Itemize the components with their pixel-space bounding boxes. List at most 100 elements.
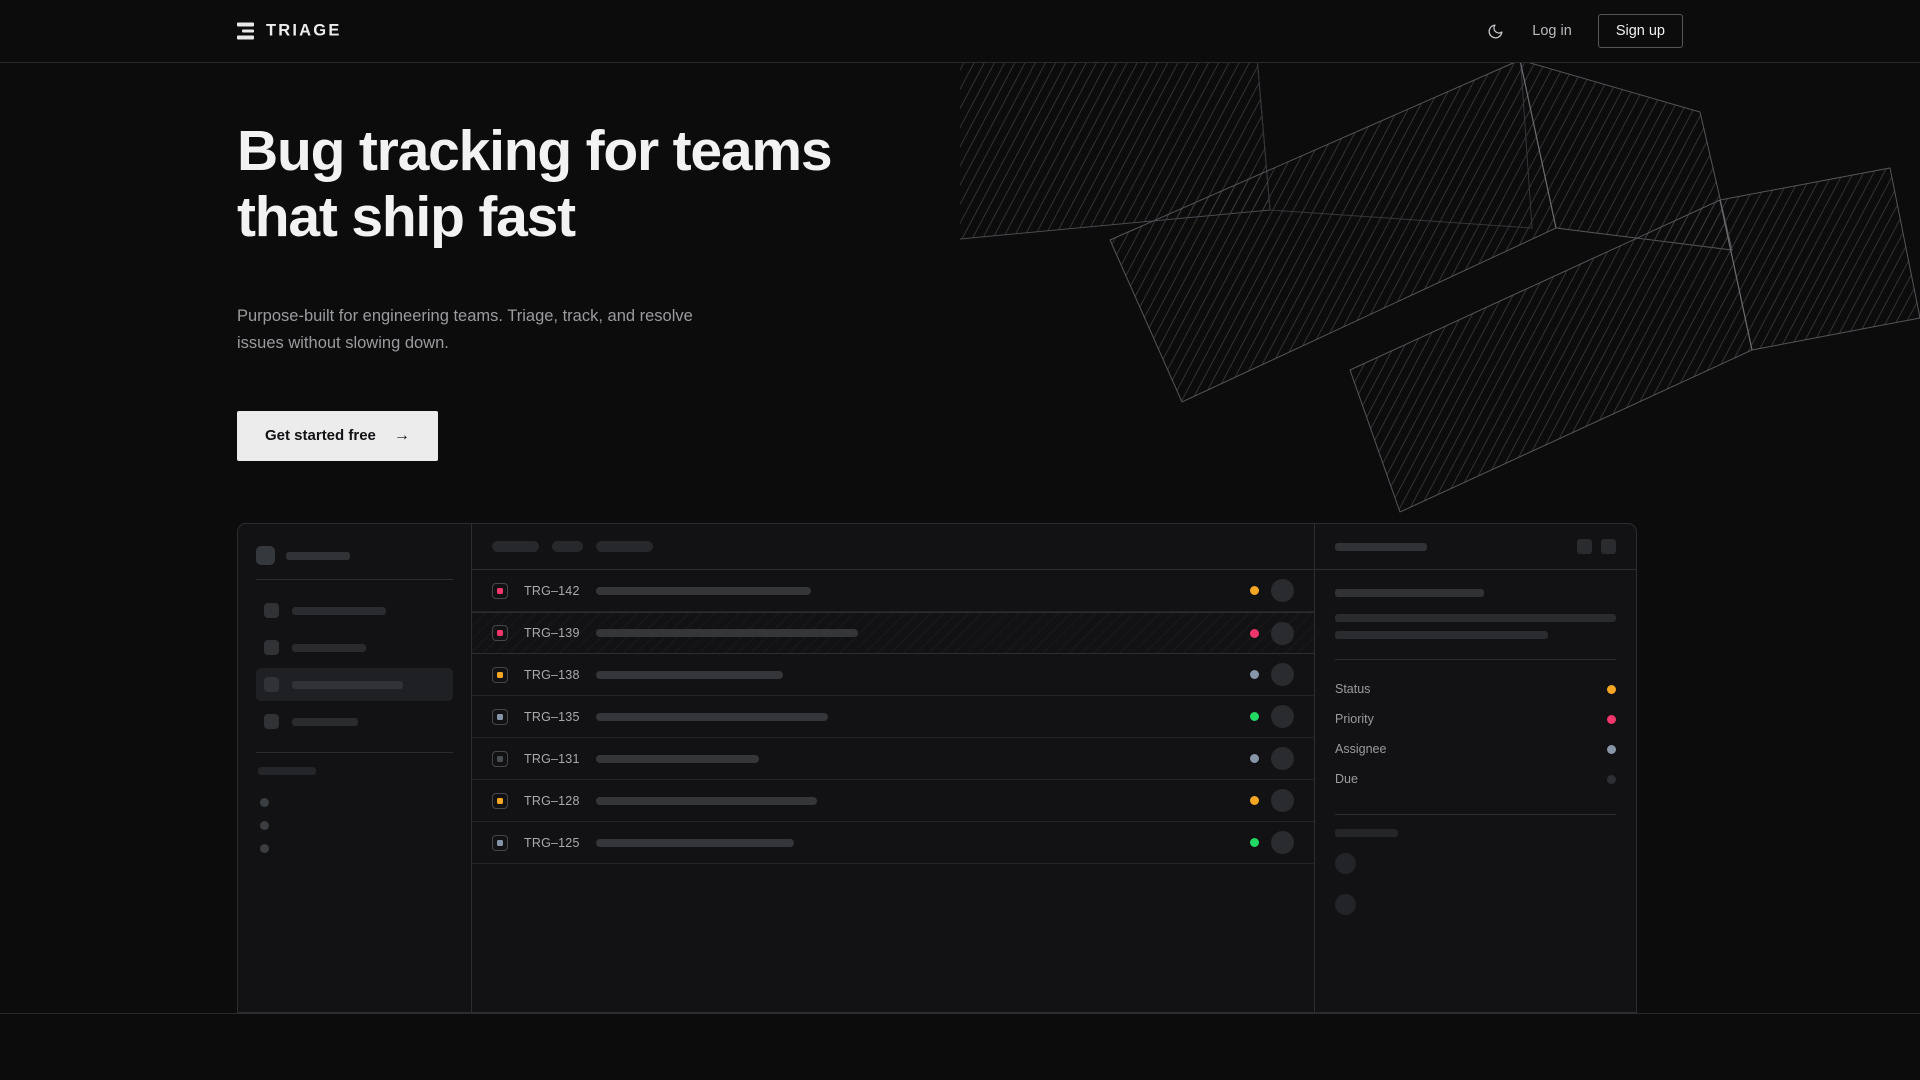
issue-title-skeleton [596, 754, 759, 763]
detail-skeleton-1 [1335, 589, 1484, 597]
issue-row[interactable]: TRG–138 [472, 654, 1314, 696]
workspace-switcher[interactable] [256, 546, 453, 565]
issue-row-meta [1250, 663, 1294, 686]
issue-id: TRG–142 [524, 583, 580, 598]
detail-comments-list [1335, 843, 1616, 925]
status-dot-icon[interactable] [1250, 838, 1259, 847]
project-dot-1[interactable] [256, 791, 453, 814]
detail-action-buttons [1577, 539, 1616, 554]
sidebar-section-label [258, 767, 453, 775]
issue-row[interactable]: TRG–131 [472, 738, 1314, 780]
issue-title-skeleton [596, 629, 858, 637]
meta-row-status[interactable]: Status [1335, 674, 1616, 704]
priority-badge-icon[interactable] [492, 708, 508, 725]
get-started-button[interactable]: Get started free → [237, 410, 438, 461]
toolbar-control-3[interactable] [596, 541, 653, 552]
priority-badge-icon[interactable] [492, 582, 508, 599]
comment-1 [1335, 843, 1616, 884]
issue-title-skeleton [596, 796, 817, 805]
issue-id: TRG–125 [524, 835, 580, 850]
comment-avatar [1335, 894, 1356, 915]
assignee-avatar[interactable] [1271, 789, 1294, 812]
priority-badge-icon[interactable] [492, 666, 508, 683]
meta-row-priority[interactable]: Priority [1335, 704, 1616, 734]
toolbar-control-2[interactable] [552, 541, 583, 552]
brand-logo[interactable]: TRIAGE [237, 22, 342, 41]
sidebar-project-list [256, 791, 453, 860]
sidebar-item-1[interactable] [256, 594, 453, 627]
issue-row-meta [1250, 579, 1294, 602]
issue-row[interactable]: TRG–125 [472, 822, 1314, 864]
site-header: TRIAGE Log in Sign up [0, 0, 1920, 63]
sidebar-divider-top [256, 579, 453, 580]
triage-bars-icon [237, 22, 254, 40]
sidebar-item-label [292, 643, 366, 652]
meta-label: Status [1335, 682, 1371, 696]
issue-id: TRG–139 [524, 626, 580, 640]
status-dot-icon[interactable] [1250, 712, 1259, 721]
sidebar-item-3[interactable] [256, 668, 453, 701]
project-dot-3[interactable] [256, 837, 453, 860]
sidebar-item-2[interactable] [256, 631, 453, 664]
meta-row-due[interactable]: Due [1335, 764, 1616, 794]
issue-row[interactable]: TRG–139 [472, 612, 1314, 654]
issue-row[interactable]: TRG–135 [472, 696, 1314, 738]
status-dot-icon[interactable] [1250, 586, 1259, 595]
sidebar-item-icon [264, 603, 279, 618]
signup-button[interactable]: Sign up [1597, 14, 1683, 48]
status-dot-icon[interactable] [1250, 670, 1259, 679]
moon-icon[interactable] [1484, 20, 1506, 42]
priority-badge-icon[interactable] [492, 750, 508, 767]
page-title: Bug tracking for teams that ship fast [237, 118, 937, 250]
sidebar-item-4[interactable] [256, 705, 453, 738]
assignee-avatar[interactable] [1271, 705, 1294, 728]
detail-action-2[interactable] [1601, 539, 1616, 554]
sidebar-item-icon [264, 677, 279, 692]
priority-badge-icon[interactable] [492, 625, 508, 641]
meta-value-dot-icon [1607, 744, 1616, 754]
issue-row[interactable]: TRG–128 [472, 780, 1314, 822]
issue-row-meta [1250, 789, 1294, 812]
issue-row[interactable]: TRG–142 [472, 570, 1314, 612]
detail-action-1[interactable] [1577, 539, 1592, 554]
assignee-avatar[interactable] [1271, 621, 1294, 645]
project-dot-2[interactable] [256, 814, 453, 837]
assignee-avatar[interactable] [1271, 579, 1294, 602]
priority-badge-icon[interactable] [492, 792, 508, 809]
toolbar-control-1[interactable] [492, 541, 539, 552]
assignee-avatar[interactable] [1271, 831, 1294, 854]
project-dot-icon [260, 798, 269, 807]
issue-row-meta [1250, 747, 1294, 770]
meta-label: Assignee [1335, 742, 1387, 756]
assignee-avatar[interactable] [1271, 747, 1294, 770]
arrow-right-icon: → [393, 426, 410, 444]
sidebar-item-label [292, 717, 358, 726]
status-dot-icon[interactable] [1250, 796, 1259, 805]
headline-line-2: that ship fast [237, 185, 576, 250]
detail-content-skeletons [1335, 589, 1616, 639]
meta-label: Priority [1335, 712, 1374, 726]
meta-value-dot-icon [1607, 714, 1616, 724]
issue-row-meta [1250, 831, 1294, 854]
assignee-avatar[interactable] [1271, 663, 1294, 686]
login-link[interactable]: Log in [1532, 23, 1572, 39]
headline-line-1: Bug tracking for teams [237, 119, 833, 183]
issue-id: TRG–135 [524, 709, 580, 724]
issue-title-skeleton [596, 712, 828, 721]
issue-title-skeleton [596, 586, 811, 595]
status-dot-icon[interactable] [1250, 754, 1259, 763]
status-dot-icon[interactable] [1250, 628, 1259, 638]
detail-skeleton-2 [1335, 614, 1616, 622]
priority-badge-icon[interactable] [492, 834, 508, 851]
sidebar-item-icon [264, 714, 279, 729]
meta-row-assignee[interactable]: Assignee [1335, 734, 1616, 764]
hero-section: Bug tracking for teams that ship fast Pu… [237, 118, 937, 461]
mockup-sidebar [238, 524, 472, 1012]
workspace-name-skeleton [286, 551, 350, 560]
section-divider [0, 1013, 1920, 1014]
comments-label [1335, 829, 1616, 837]
